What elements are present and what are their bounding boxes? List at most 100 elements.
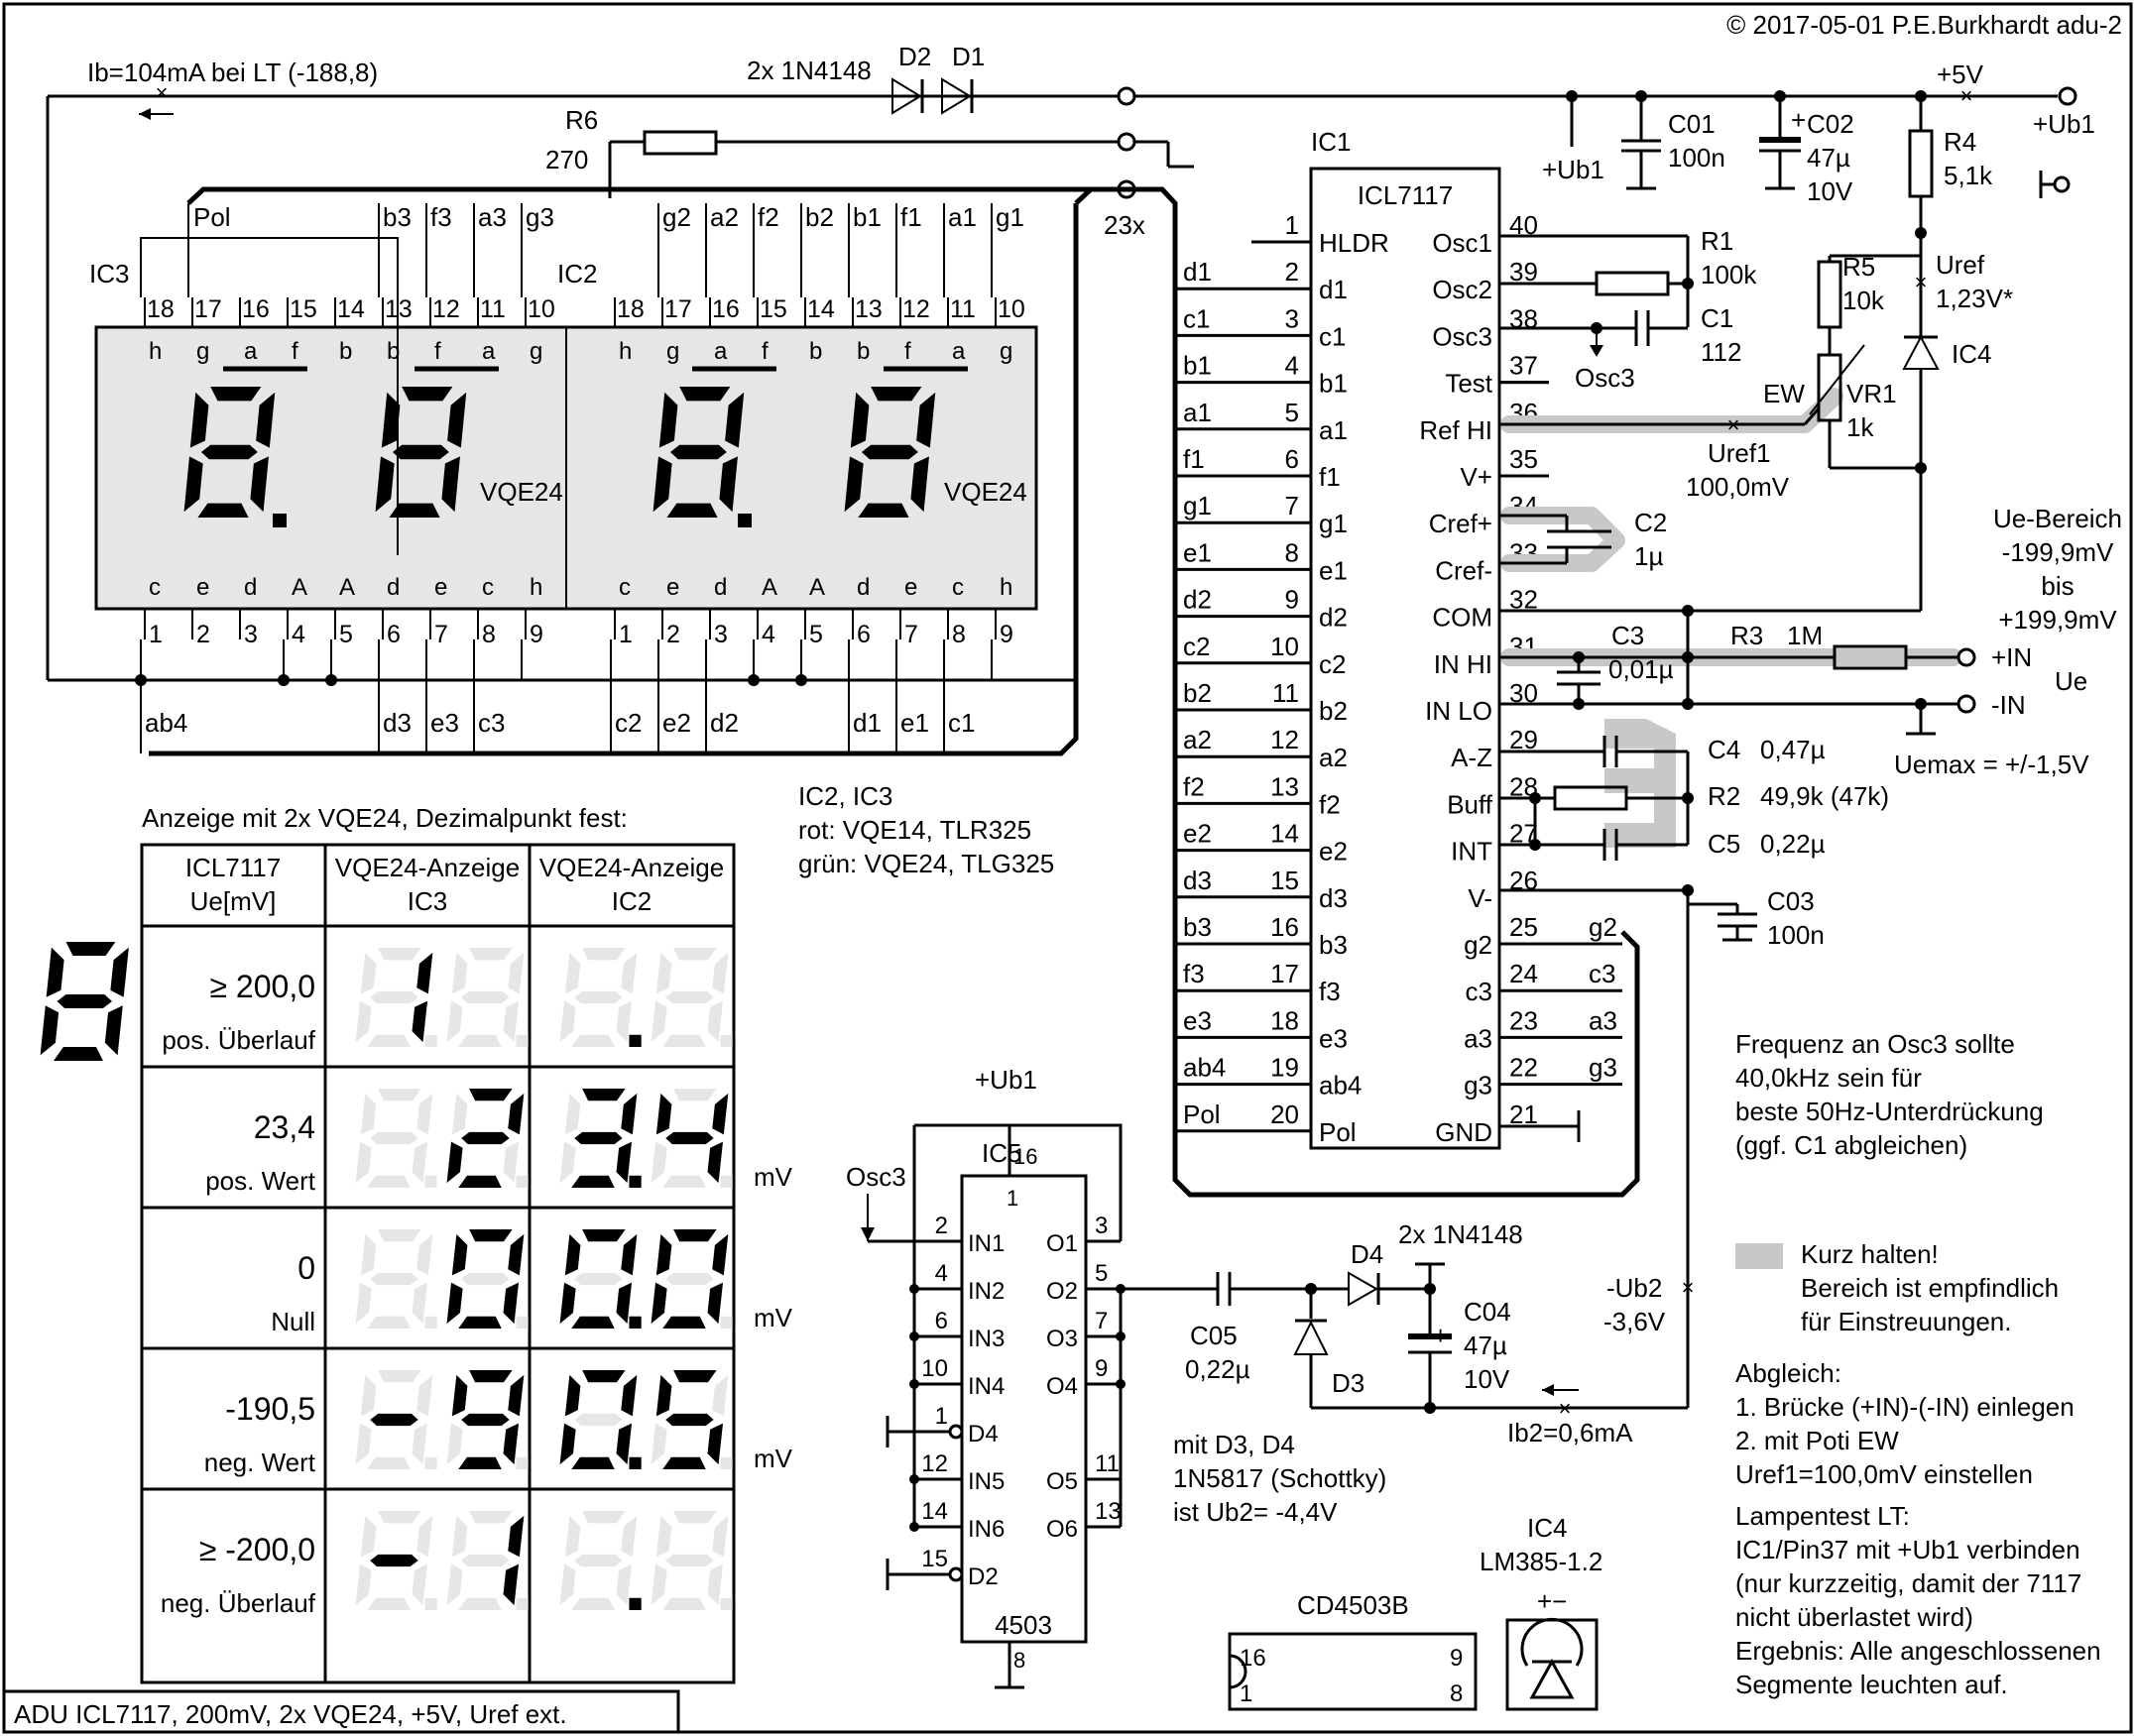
display-inner-top: f [292,338,298,365]
segment-g [574,1413,623,1427]
segment-c [616,1000,633,1043]
display-inner-bottom: A [809,574,825,601]
display-bottom-pin: 2 [666,621,680,648]
display-bottom-pin: 7 [434,621,448,648]
ic1-pin-label-40: Osc1 [1432,228,1492,258]
ic1-pin-label-30: IN LO [1425,696,1492,726]
ic5-pin-label-12: IN5 [968,1468,1005,1495]
segment-g [370,990,418,1004]
display-top-pin: 18 [617,295,645,323]
table-digit-4-2 [559,1511,642,1610]
ic5-pin-label-2: IN1 [968,1230,1005,1257]
row-desc-3: neg. Wert [204,1447,316,1477]
display-top-pin: 15 [290,295,317,323]
ic5-pin-14: 14 [921,1498,948,1525]
ic5-pin-label-4: IN2 [968,1278,1005,1305]
ic5-pin-label-9: O4 [1046,1373,1078,1400]
ic1-pin-35: 35 [1509,444,1538,474]
display-bottom-pin: 6 [857,621,871,648]
segment-e [559,1282,576,1325]
segment-f [655,1515,672,1558]
d2-label: D2 [898,42,931,71]
display-net-b1: b1 [853,202,882,232]
segment-f [564,1233,581,1276]
lm385-label: LM385-1.2 [1480,1547,1602,1576]
segment-c [707,1563,724,1606]
display-net-e3: e3 [430,708,459,738]
segment-c [104,1005,123,1056]
segment-g [574,990,623,1004]
ic1-pin-label-27: INT [1451,837,1492,867]
display-bottom-pin: 1 [149,621,163,648]
ue-range-3: bis [2041,571,2074,601]
display-pins: 18hc117ge216ad315fA414bA513bd612fe711ac8… [144,295,1025,648]
note-lamp-1: IC1/Pin37 mit +Ub1 verbinden [1735,1535,2080,1564]
r2-label: R2 [1708,781,1740,811]
row-unit-2: mV [754,1303,793,1332]
diodes-label: 2x 1N4148 [747,56,872,85]
display-inner-bottom: e [434,574,447,601]
segment-g [461,1413,510,1427]
segment-d [662,1597,706,1610]
ic4-pkg-name: IC4 [1527,1513,1567,1543]
segment-b [416,952,433,994]
ue-range-1: Ue-Bereich [1993,504,2122,533]
segment-e [355,1563,372,1606]
ic1-pin-12: 12 [1270,725,1299,754]
display-inner-top: g [666,338,679,365]
note-legend-1: Bereich ist empfindlich [1801,1273,2059,1303]
display-inner-bottom: e [196,574,209,601]
c5-value: 0,22µ [1760,829,1826,859]
note-abgleich-1: 1. Brücke (+IN)-(-IN) einlegen [1735,1392,2075,1422]
segment-b [712,1515,729,1558]
r1-value: 100k [1701,260,1757,289]
ic1-net-18: e3 [1183,1005,1212,1035]
display-net-c3: c3 [478,708,505,738]
table-digit-2-0 [355,1229,437,1329]
r5-value: 10k [1842,286,1885,315]
c05-value: 0,22µ [1185,1354,1250,1384]
ic5-type: 4503 [995,1610,1052,1640]
display-bottom-pin: 1 [619,621,633,648]
big-sample-digit [40,942,129,1061]
c3-label: C3 [1611,621,1644,650]
ic1-pin-label-21: GND [1435,1117,1492,1147]
segment-c [719,456,738,513]
note-abgleich-3: Uref1=100,0mV einstellen [1735,1459,2033,1489]
display-inner-bottom: d [714,574,727,601]
ic1-pin-label-31: IN HI [1434,649,1492,679]
segment-e [183,456,203,513]
display-top-pin: 14 [337,295,365,323]
segment-d [458,1034,502,1047]
table-digit-2-3 [651,1229,733,1329]
display-inner-top: g [196,338,209,365]
ic2-label: IC2 [557,259,597,289]
ic5-pin-9: 9 [1095,1355,1108,1382]
module-digit [652,387,745,518]
segment-e [446,1141,463,1184]
module-digit [375,387,467,518]
decimal-point [516,1456,529,1469]
ic5-pin-3: 3 [1095,1213,1108,1239]
svg-text:×: × [1915,270,1928,294]
table-digit-4-0 [355,1511,437,1610]
table-digit-2-1 [446,1229,529,1329]
segment-a [582,1089,626,1101]
segment-e [651,1141,667,1184]
note-freq-1: 40,0kHz sein für [1735,1063,1922,1093]
ic1-net-7: g1 [1183,491,1212,521]
ic5-pin-label-1: D4 [968,1421,999,1447]
segment-g [861,444,918,460]
ic1-pin-label-8: e1 [1319,555,1348,585]
ic1-pin-label-35: V+ [1460,462,1492,492]
segment-e [559,1141,576,1184]
segment-a [582,1370,626,1383]
bus-count: 23x [1104,210,1145,240]
ic1-net-8: e1 [1183,537,1212,567]
ic1-net-14: e2 [1183,819,1212,849]
display-digits [183,366,968,527]
row-value-2: 0 [297,1250,315,1286]
segment-d [662,1316,706,1329]
ic1-pin-14: 14 [1270,819,1299,849]
